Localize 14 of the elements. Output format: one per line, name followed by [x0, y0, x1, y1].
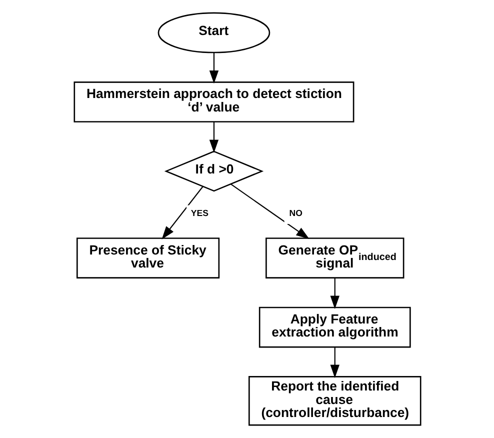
arrow	[161, 186, 203, 240]
arrow	[330, 347, 339, 378]
node-box: Apply Feature extraction algorithm	[258, 306, 410, 348]
edge-label: YES	[190, 208, 208, 218]
node-box: Hammerstein approach to detect stiction ‘d’ value	[73, 82, 354, 122]
node-diamond: If d >0	[164, 150, 264, 192]
arrow	[208, 52, 218, 84]
node-box: Report the identified cause (controller/disturbance)	[248, 376, 421, 426]
node-box: Generate OP$_{induced}$ signal	[265, 238, 404, 278]
arrow	[208, 122, 218, 153]
node-box: Presence of Sticky valve	[76, 238, 220, 278]
node-ellipse: Start	[157, 12, 270, 54]
arrow	[330, 278, 339, 309]
edge-label: NO	[288, 208, 302, 218]
